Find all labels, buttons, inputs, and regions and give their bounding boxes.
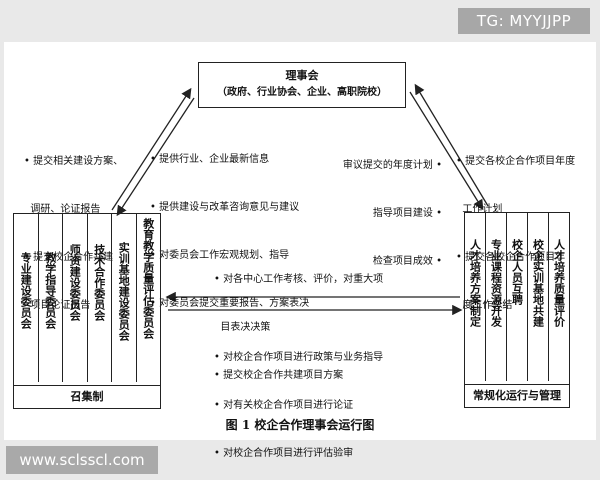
committee-column: 专业建设委员会 (14, 214, 39, 382)
project-label: 专业课程资源开发 (489, 239, 503, 327)
committee-column: 技术合作委员会 (88, 214, 112, 382)
project-column: 校企实训基地共建 (528, 213, 549, 381)
committee-label: 实训基地建设委员会 (117, 242, 131, 341)
committee-columns: 专业建设委员会 教学指导委员会 师资建设委员会 技术合作委员会 实训基地建设委员… (14, 214, 160, 382)
note-line: • 对委员会提交重要报告、方案表决 (150, 298, 310, 309)
note-line: • 对校企合作项目进行政策与业务指导 (214, 352, 384, 363)
note-line: 项目论证报告 (24, 300, 91, 311)
note-line: • 提交各校企合作项目年 (456, 252, 566, 263)
arrow-council-to-left (116, 97, 195, 217)
note-middle-bottom: • 对校企合作项目进行政策与业务指导 • 对有关校企合作项目进行论证 • 对校企… (214, 318, 383, 478)
committee-label: 教学指导委员会 (43, 252, 57, 329)
council-members: （政府、行业协会、企业、高职院校） (217, 87, 387, 98)
committee-label: 技术合作委员会 (92, 244, 106, 321)
note-line: • 提交校企合作共建项目方案 (214, 370, 344, 381)
project-label: 校企人员互聘 (510, 239, 524, 305)
watermark-tg: TG: MYYJJPP (458, 8, 590, 34)
committee-label: 专业建设委员会 (19, 252, 33, 329)
project-column: 人才培养方案制定 (465, 213, 486, 381)
note-line: • 对委员会工作宏观规划、指导 (150, 250, 290, 261)
project-columns: 人才培养方案制定 专业课程资源开发 校企人员互聘 校企实训基地共建 人才培养质量… (465, 213, 569, 381)
right-group-footer: 常规化运行与管理 (465, 384, 569, 407)
note-line: 目表决决策 (214, 322, 271, 333)
note-line: 工作计划 (456, 204, 503, 215)
project-label: 人才培养方案制定 (468, 239, 482, 327)
arrow-left-to-council (111, 87, 192, 211)
project-column: 人才培养质量评价 (549, 213, 569, 381)
note-line: 度工作总结 (456, 300, 513, 311)
note-line: • 对有关校企合作项目进行论证 (214, 400, 354, 411)
note-line: • 提供行业、企业最新信息 (150, 154, 270, 165)
note-line: • 提交校企合作共建 (24, 252, 114, 263)
figure-page (4, 42, 596, 440)
committee-column: 师资建设委员会 (63, 214, 88, 382)
council-title: 理事会 (285, 69, 319, 82)
note-line: • 对各中心工作考核、评价，对重大项 (214, 274, 384, 285)
committee-label: 教育教学质量评估委员会 (141, 218, 155, 339)
note-right-down: 审议提交的年度计划 • 指导项目建设 • 检查项目成效 • (318, 126, 442, 286)
project-column: 专业课程资源开发 (486, 213, 507, 381)
note-line: • 对校企合作项目进行评估验审 (214, 448, 354, 459)
arrow-council-to-right (409, 91, 484, 211)
note-middle-top: • 对各中心工作考核、评价，对重大项 目表决决策 • 提交校企合作共建项目方案 (214, 240, 383, 400)
figure-caption: 图 1 校企合作理事会运行图 (225, 418, 375, 432)
committee-column: 教育教学质量评估委员会 (137, 214, 161, 382)
committee-column: 教学指导委员会 (39, 214, 63, 382)
note-left-up: • 提交相关建设方案、 调研、论证报告 • 提交校企合作共建 项目论证报告 (24, 122, 123, 330)
council-box: 理事会 （政府、行业协会、企业、高职院校） (198, 62, 406, 108)
project-label: 校企实训基地共建 (531, 239, 545, 327)
note-line: • 提供建设与改革咨询意见与建议 (150, 202, 300, 213)
left-committees-box: 专业建设委员会 教学指导委员会 师资建设委员会 技术合作委员会 实训基地建设委员… (13, 213, 161, 409)
note-line: 指导项目建设 • (372, 208, 442, 219)
left-group-footer: 召集制 (14, 385, 160, 408)
note-line: 调研、论证报告 (24, 204, 101, 215)
project-column: 校企人员互聘 (507, 213, 528, 381)
note-line: 审议提交的年度计划 • (342, 160, 442, 171)
committee-label: 师资建设委员会 (68, 244, 82, 321)
note-line: 检查项目成效 • (372, 256, 442, 267)
project-label: 人才培养质量评价 (552, 239, 566, 327)
note-right-up: • 提交各校企合作项目年度 工作计划 • 提交各校企合作项目年 度工作总结 (456, 122, 575, 330)
note-line: • 提交相关建设方案、 (24, 156, 124, 167)
note-left-down: • 提供行业、企业最新信息 • 提供建设与改革咨询意见与建议 • 对委员会工作宏… (150, 120, 309, 328)
committee-column: 实训基地建设委员会 (112, 214, 137, 382)
right-projects-box: 人才培养方案制定 专业课程资源开发 校企人员互聘 校企实训基地共建 人才培养质量… (464, 212, 570, 408)
note-line: • 提交各校企合作项目年度 (456, 156, 576, 167)
watermark-web: www.sclsscl.com (6, 446, 158, 474)
arrow-right-to-council (414, 83, 489, 207)
